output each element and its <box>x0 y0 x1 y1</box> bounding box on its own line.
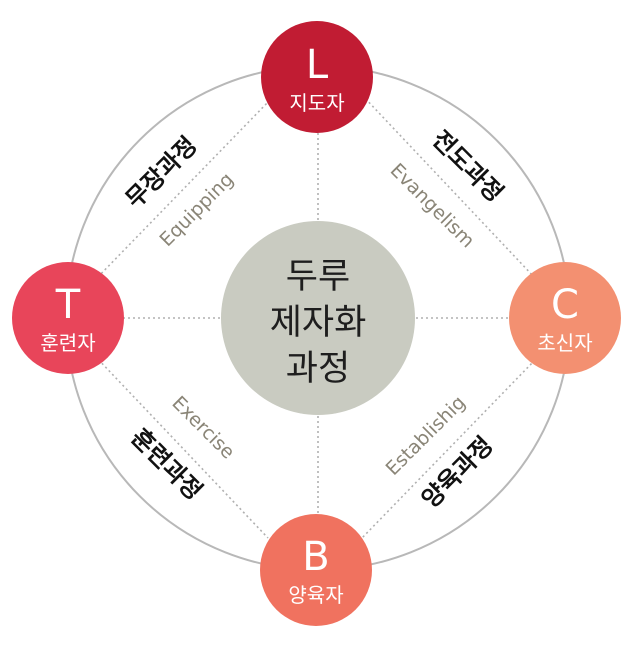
node-nurturer-circle <box>260 514 372 626</box>
node-leader: L 지도자 <box>261 21 373 133</box>
process-evangelism-korean: 전도과정 <box>427 125 509 207</box>
node-trainer-label: 훈련자 <box>40 331 95 355</box>
process-exercise-english: Exercise <box>168 392 239 463</box>
connector-lines <box>94 94 536 539</box>
node-trainer-circle <box>12 262 124 374</box>
node-nurturer-letter: B <box>302 534 329 580</box>
process-establishing: 양육과정 Establishig <box>382 392 499 514</box>
process-exercise: 훈련과정 Exercise <box>126 392 239 505</box>
connector-bottom-left <box>94 355 269 539</box>
center-title-line-3: 과정 <box>286 349 350 389</box>
node-trainer-letter: T <box>55 282 81 328</box>
node-leader-label: 지도자 <box>289 91 344 115</box>
process-evangelism: 전도과정 Evangelism <box>386 125 509 252</box>
node-trainer: T 훈련자 <box>12 262 124 374</box>
connector-bottom-right <box>361 359 536 539</box>
node-nurturer: B 양육자 <box>260 514 372 626</box>
node-new-believer-label: 초신자 <box>537 331 592 355</box>
connector-top-left <box>94 99 271 281</box>
node-new-believer-letter: C <box>551 282 579 328</box>
node-leader-letter: L <box>306 42 329 88</box>
center-title-line-2: 제자화 <box>270 303 367 343</box>
center-title-line-1: 두루 <box>286 257 350 297</box>
node-leader-circle <box>261 21 373 133</box>
node-new-believer-circle <box>509 262 621 374</box>
node-new-believer: C 초신자 <box>509 262 621 374</box>
node-nurturer-label: 양육자 <box>288 583 343 607</box>
connector-top-right <box>361 94 536 279</box>
process-equipping: 무장과정 Equipping <box>120 131 238 251</box>
center-circle <box>221 221 415 415</box>
